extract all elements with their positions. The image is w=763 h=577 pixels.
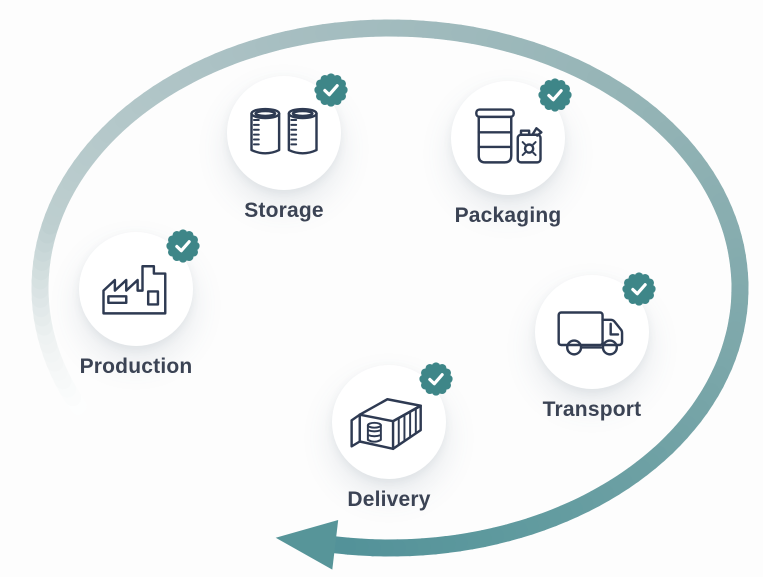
- step-label: Packaging: [454, 204, 562, 227]
- step-circle: [451, 78, 572, 195]
- check-icon: [323, 84, 339, 97]
- check-icon: [428, 373, 444, 386]
- container-icon: [350, 398, 422, 451]
- arrowhead-icon: [275, 520, 339, 570]
- step-label: Transport: [542, 398, 642, 421]
- step-storage: Storage: [227, 73, 348, 222]
- check-icon: [547, 89, 563, 102]
- step-circle: [535, 272, 656, 389]
- completed-badge: [419, 362, 453, 396]
- step-transport: Transport: [535, 272, 656, 421]
- drum-jerrycan-icon: [475, 108, 543, 164]
- completed-badge: [314, 73, 348, 107]
- storage-tanks-icon: [250, 107, 318, 155]
- completed-badge: [166, 229, 200, 263]
- step-packaging: Packaging: [451, 78, 572, 227]
- step-label: Production: [79, 355, 193, 378]
- step-label: Storage: [244, 199, 324, 222]
- completed-badge: [622, 272, 656, 306]
- step-label: Delivery: [347, 488, 431, 511]
- step-circle: [332, 362, 453, 479]
- check-icon: [631, 283, 647, 296]
- step-circle: [227, 73, 348, 190]
- completed-badge: [538, 78, 572, 112]
- step-delivery: Delivery: [332, 362, 453, 511]
- truck-icon: [557, 311, 624, 356]
- step-production: Production: [79, 229, 200, 378]
- factory-icon: [102, 265, 167, 315]
- step-circle: [79, 229, 200, 346]
- check-icon: [175, 240, 191, 253]
